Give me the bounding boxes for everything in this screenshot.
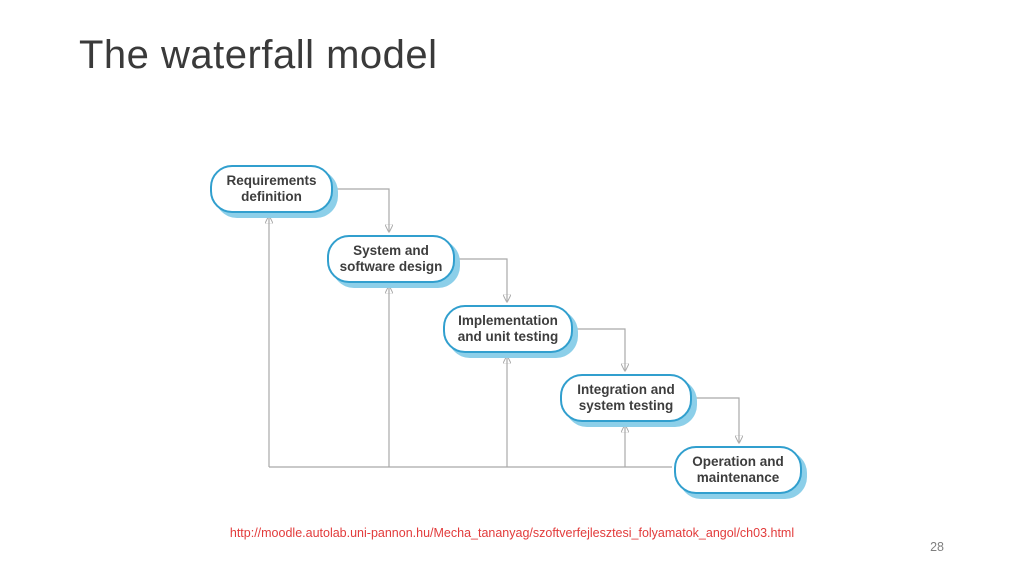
node-system-and-software-design: System and software design: [327, 235, 455, 283]
page-number: 28: [930, 540, 944, 554]
edge-forward-implementation-to-integration: [575, 328, 625, 370]
source-url-link[interactable]: http://moodle.autolab.uni-pannon.hu/Mech…: [229, 526, 795, 540]
edge-forward-design-to-implementation: [457, 258, 507, 301]
node-requirements-definition: Requirements definition: [210, 165, 333, 213]
node-label: System and software design: [339, 243, 443, 274]
node-label: Integration and system testing: [577, 382, 675, 413]
node-operation-and-maintenance: Operation and maintenance: [674, 446, 802, 494]
edge-forward-integration-to-operation: [694, 397, 739, 442]
slide-title: The waterfall model: [79, 33, 438, 77]
node-label: Operation and maintenance: [692, 454, 784, 485]
node-integration-and-system-testing: Integration and system testing: [560, 374, 692, 422]
edge-forward-requirements-to-design: [334, 188, 389, 231]
node-label: Requirements definition: [226, 173, 317, 204]
node-label: Implementation and unit testing: [457, 313, 559, 344]
node-implementation-and-unit-testing: Implementation and unit testing: [443, 305, 573, 353]
